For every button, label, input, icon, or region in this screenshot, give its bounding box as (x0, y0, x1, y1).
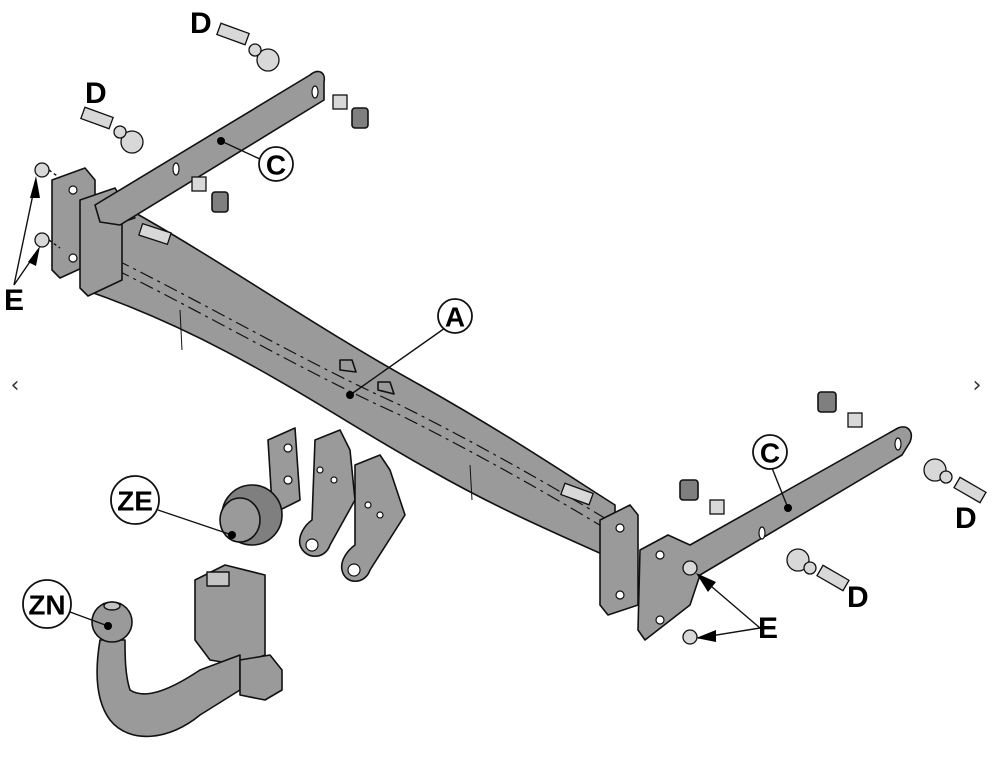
callout-c-left: C (217, 137, 294, 182)
label-d-upper-left: D (85, 77, 107, 110)
label-e-left: E (4, 176, 40, 317)
tow-ball-neck-zn (91, 564, 283, 738)
svg-text:E: E (4, 284, 24, 317)
carousel-next-button[interactable]: › (962, 365, 992, 405)
chevron-right-icon: › (972, 372, 982, 398)
label-e-right: E (696, 573, 778, 645)
callout-a: A (346, 298, 473, 399)
callout-label-c-right: C (760, 438, 780, 469)
hardware-right (560, 391, 987, 645)
label-d-right-upper: D (955, 502, 977, 535)
callout-label-ze: ZE (117, 486, 153, 517)
right-side-bracket-c (637, 426, 913, 641)
right-end-plates (599, 504, 639, 616)
hardware-left (34, 22, 369, 249)
callout-ze: ZE (110, 475, 236, 539)
callout-label-a: A (445, 302, 465, 333)
chevron-left-icon: ‹ (10, 372, 20, 398)
callout-zn: ZN (22, 579, 112, 630)
svg-text:E: E (758, 612, 778, 645)
socket-mounting-brackets (298, 429, 406, 583)
callout-c-right: C (752, 434, 792, 512)
carousel-prev-button[interactable]: ‹ (0, 365, 30, 405)
label-d-right-lower: D (847, 581, 869, 614)
left-end-plates (51, 167, 123, 297)
label-d-top: D (190, 7, 212, 40)
electrical-socket-ze (219, 427, 301, 546)
callout-label-zn: ZN (28, 590, 65, 621)
callout-label-c-left: C (266, 150, 286, 181)
left-side-bracket-c (94, 70, 326, 226)
